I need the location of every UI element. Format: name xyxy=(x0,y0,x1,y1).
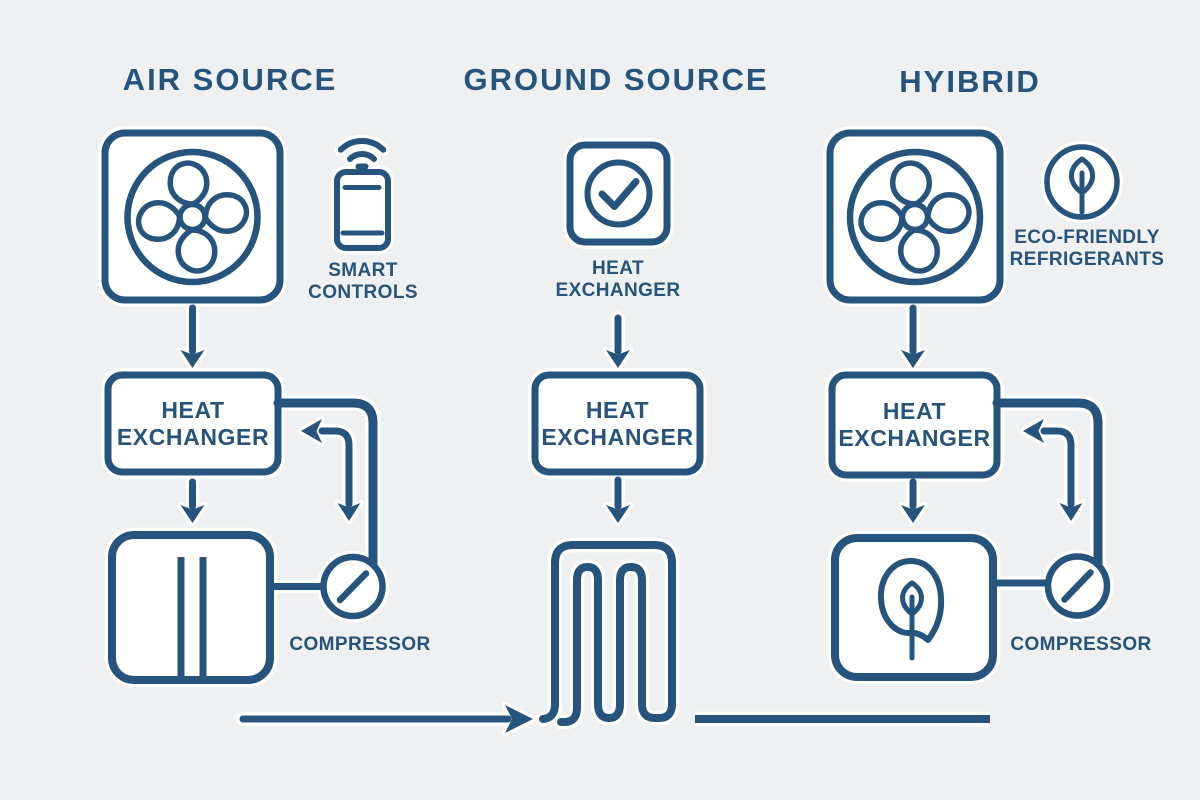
eco-refrigerants-label: ECO-FRIENDLY REFRIGERANTS xyxy=(1010,227,1165,271)
smartphone-wifi-icon xyxy=(334,138,391,251)
refrigerant-loop-pipe xyxy=(273,398,378,577)
column-title-hybrid: HYIBRID xyxy=(899,64,1041,99)
ground-heat-exchanger-box xyxy=(531,371,704,476)
checkmark-square-icon xyxy=(566,141,671,246)
leaf-circle-icon xyxy=(1044,144,1120,220)
refrigerant-loop-pipe xyxy=(992,398,1103,575)
air-heat-exchanger-label: HEAT EXCHANGER xyxy=(116,396,270,450)
gauge-icon xyxy=(1044,553,1111,619)
hybrid-heat-exchanger-label: HEAT EXCHANGER xyxy=(838,398,991,451)
arrowhead xyxy=(606,350,630,368)
ground-heat-exchanger-label: HEAT EXCHANGER xyxy=(541,396,694,450)
arrowhead xyxy=(337,503,361,521)
smart-controls-line2: CONTROLS xyxy=(308,282,418,303)
arrowhead xyxy=(505,705,533,733)
arrowhead xyxy=(606,505,630,523)
arrowhead xyxy=(901,505,925,523)
arrowhead xyxy=(180,350,205,368)
ground-source-exchanger-label: HEAT EXCHANGER xyxy=(555,258,680,302)
arrowhead xyxy=(901,350,925,368)
cycle-arrow xyxy=(318,427,353,508)
fan-icon xyxy=(135,160,250,274)
air-heat-exchanger-box xyxy=(104,371,282,476)
arrowhead xyxy=(1059,503,1083,521)
ink-layer xyxy=(101,129,1120,733)
gauge-icon xyxy=(320,553,386,620)
arrowhead xyxy=(180,505,205,523)
leaf-drop-square-icon xyxy=(831,534,997,681)
smart-controls-label: SMART CONTROLS xyxy=(308,260,418,304)
eco-refrigerants-line2: REFRIGERANTS xyxy=(1009,249,1165,270)
arrowhead xyxy=(1023,419,1044,443)
ground-source-exchanger-line1: HEAT xyxy=(592,258,644,279)
radiator-icon xyxy=(108,531,274,684)
checkmark xyxy=(598,178,640,210)
hybrid-heat-exchanger-box xyxy=(828,371,1001,479)
hybrid-compressor-label: COMPRESSOR xyxy=(1010,634,1152,655)
fan-icon xyxy=(858,160,972,274)
eco-refrigerants-line1: ECO-FRIENDLY xyxy=(1014,227,1160,248)
column-title-ground-source: GROUND SOURCE xyxy=(463,62,769,97)
cycle-arrow xyxy=(1040,427,1075,508)
air-compressor-label: COMPRESSOR xyxy=(289,634,431,655)
ground-source-exchanger-line2: EXCHANGER xyxy=(555,280,681,301)
column-title-air-source: AIR SOURCE xyxy=(122,62,338,97)
arrowhead xyxy=(301,419,322,443)
smart-controls-line1: SMART xyxy=(328,260,398,281)
ground-loop-coil-icon xyxy=(539,541,676,726)
